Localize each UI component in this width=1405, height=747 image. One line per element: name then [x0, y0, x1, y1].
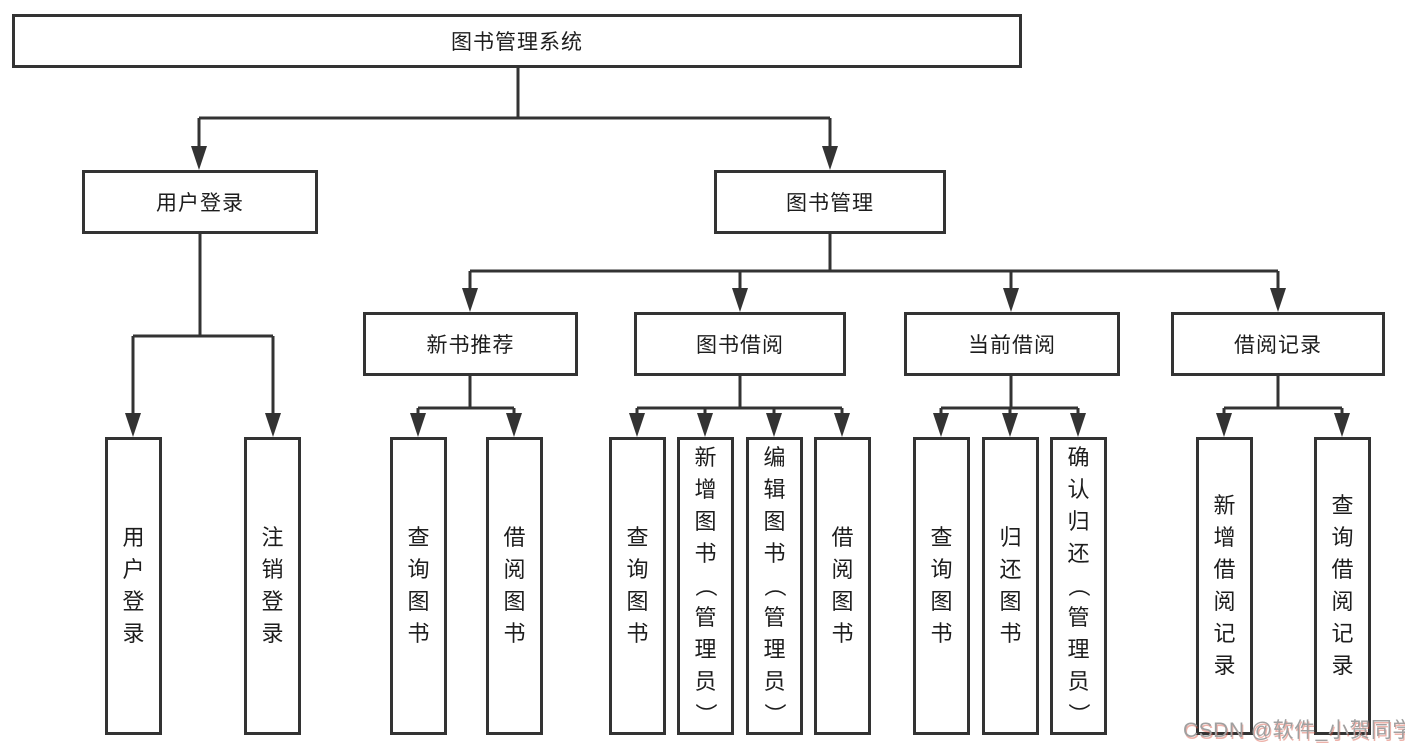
- connector-current-borrow: [939, 376, 1080, 417]
- arrow-icon: [1002, 413, 1018, 437]
- node-root: 图书管理系统: [12, 14, 1022, 68]
- leaf-edit-book-admin: 编辑图书（管理员）: [746, 437, 803, 735]
- node-user-login: 用户登录: [82, 170, 318, 234]
- leaf-add-book-admin: 新增图书（管理员）: [677, 437, 734, 735]
- leaf-logout-label: 注销登录: [261, 525, 284, 646]
- node-current-borrow: 当前借阅: [904, 312, 1120, 376]
- arrow-icon: [265, 413, 281, 437]
- leaf-newbook-query-label: 查询图书: [407, 525, 430, 646]
- leaf-user-login: 用户登录: [105, 437, 162, 735]
- arrow-icon: [834, 413, 850, 437]
- leaf-add-book-admin-label: 新增图书（管理员）: [693, 445, 719, 726]
- node-new-book-recommend-label: 新书推荐: [426, 334, 515, 357]
- leaf-borrow-book: 借阅图书: [814, 437, 871, 735]
- connector-user-login: [131, 234, 275, 415]
- arrow-icon: [822, 146, 838, 170]
- node-book-management-label: 图书管理: [786, 192, 874, 215]
- node-book-borrow: 图书借阅: [634, 312, 846, 376]
- leaf-borrow-query: 查询图书: [609, 437, 666, 735]
- connector-root: [197, 66, 832, 150]
- leaf-add-borrow-record-label: 新增借阅记录: [1213, 493, 1236, 678]
- node-book-borrow-label: 图书借阅: [696, 334, 784, 357]
- node-root-label: 图书管理系统: [451, 31, 583, 54]
- leaf-newbook-borrow: 借阅图书: [486, 437, 543, 735]
- leaf-query-borrow-record-label: 查询借阅记录: [1331, 493, 1354, 678]
- arrow-icon: [191, 146, 207, 170]
- node-new-book-recommend: 新书推荐: [363, 312, 578, 376]
- arrowheads: [125, 146, 1350, 437]
- node-borrow-records: 借阅记录: [1171, 312, 1385, 376]
- leaf-newbook-borrow-label: 借阅图书: [503, 525, 526, 646]
- arrow-icon: [125, 413, 141, 437]
- leaf-edit-book-admin-label: 编辑图书（管理员）: [762, 445, 788, 726]
- arrow-icon: [506, 413, 522, 437]
- arrow-icon: [933, 413, 949, 437]
- leaf-query-borrow-record: 查询借阅记录: [1314, 437, 1371, 735]
- arrow-icon: [629, 413, 645, 437]
- node-borrow-records-label: 借阅记录: [1234, 334, 1322, 357]
- leaf-return-book: 归还图书: [982, 437, 1039, 735]
- node-book-management: 图书管理: [714, 170, 946, 234]
- connector-borrow-records: [1222, 376, 1344, 417]
- connector-book-borrow: [635, 376, 844, 417]
- arrow-icon: [1334, 413, 1350, 437]
- arrow-icon: [1270, 288, 1286, 312]
- connector-new-book: [416, 376, 516, 417]
- connector-book-management: [468, 234, 1280, 292]
- arrow-icon: [1070, 413, 1086, 437]
- leaf-confirm-return-admin: 确认归还（管理员）: [1050, 437, 1107, 735]
- leaf-add-borrow-record: 新增借阅记录: [1196, 437, 1253, 735]
- leaf-confirm-return-admin-label: 确认归还（管理员）: [1066, 445, 1092, 726]
- leaf-user-login-label: 用户登录: [122, 525, 145, 646]
- node-user-login-label: 用户登录: [156, 192, 244, 215]
- arrow-icon: [410, 413, 426, 437]
- arrow-icon: [697, 413, 713, 437]
- leaf-newbook-query: 查询图书: [390, 437, 447, 735]
- arrow-icon: [462, 288, 478, 312]
- leaf-borrow-book-label: 借阅图书: [831, 525, 854, 646]
- arrow-icon: [1003, 288, 1019, 312]
- csdn-watermark: CSDN @软件_小贺同学: [1183, 719, 1405, 742]
- arrow-icon: [1216, 413, 1232, 437]
- leaf-current-query: 查询图书: [913, 437, 970, 735]
- leaf-current-query-label: 查询图书: [930, 525, 953, 646]
- arrow-icon: [766, 413, 782, 437]
- leaf-return-book-label: 归还图书: [999, 525, 1022, 646]
- leaf-logout: 注销登录: [244, 437, 301, 735]
- leaf-borrow-query-label: 查询图书: [626, 525, 649, 646]
- arrow-icon: [732, 288, 748, 312]
- node-current-borrow-label: 当前借阅: [968, 334, 1056, 357]
